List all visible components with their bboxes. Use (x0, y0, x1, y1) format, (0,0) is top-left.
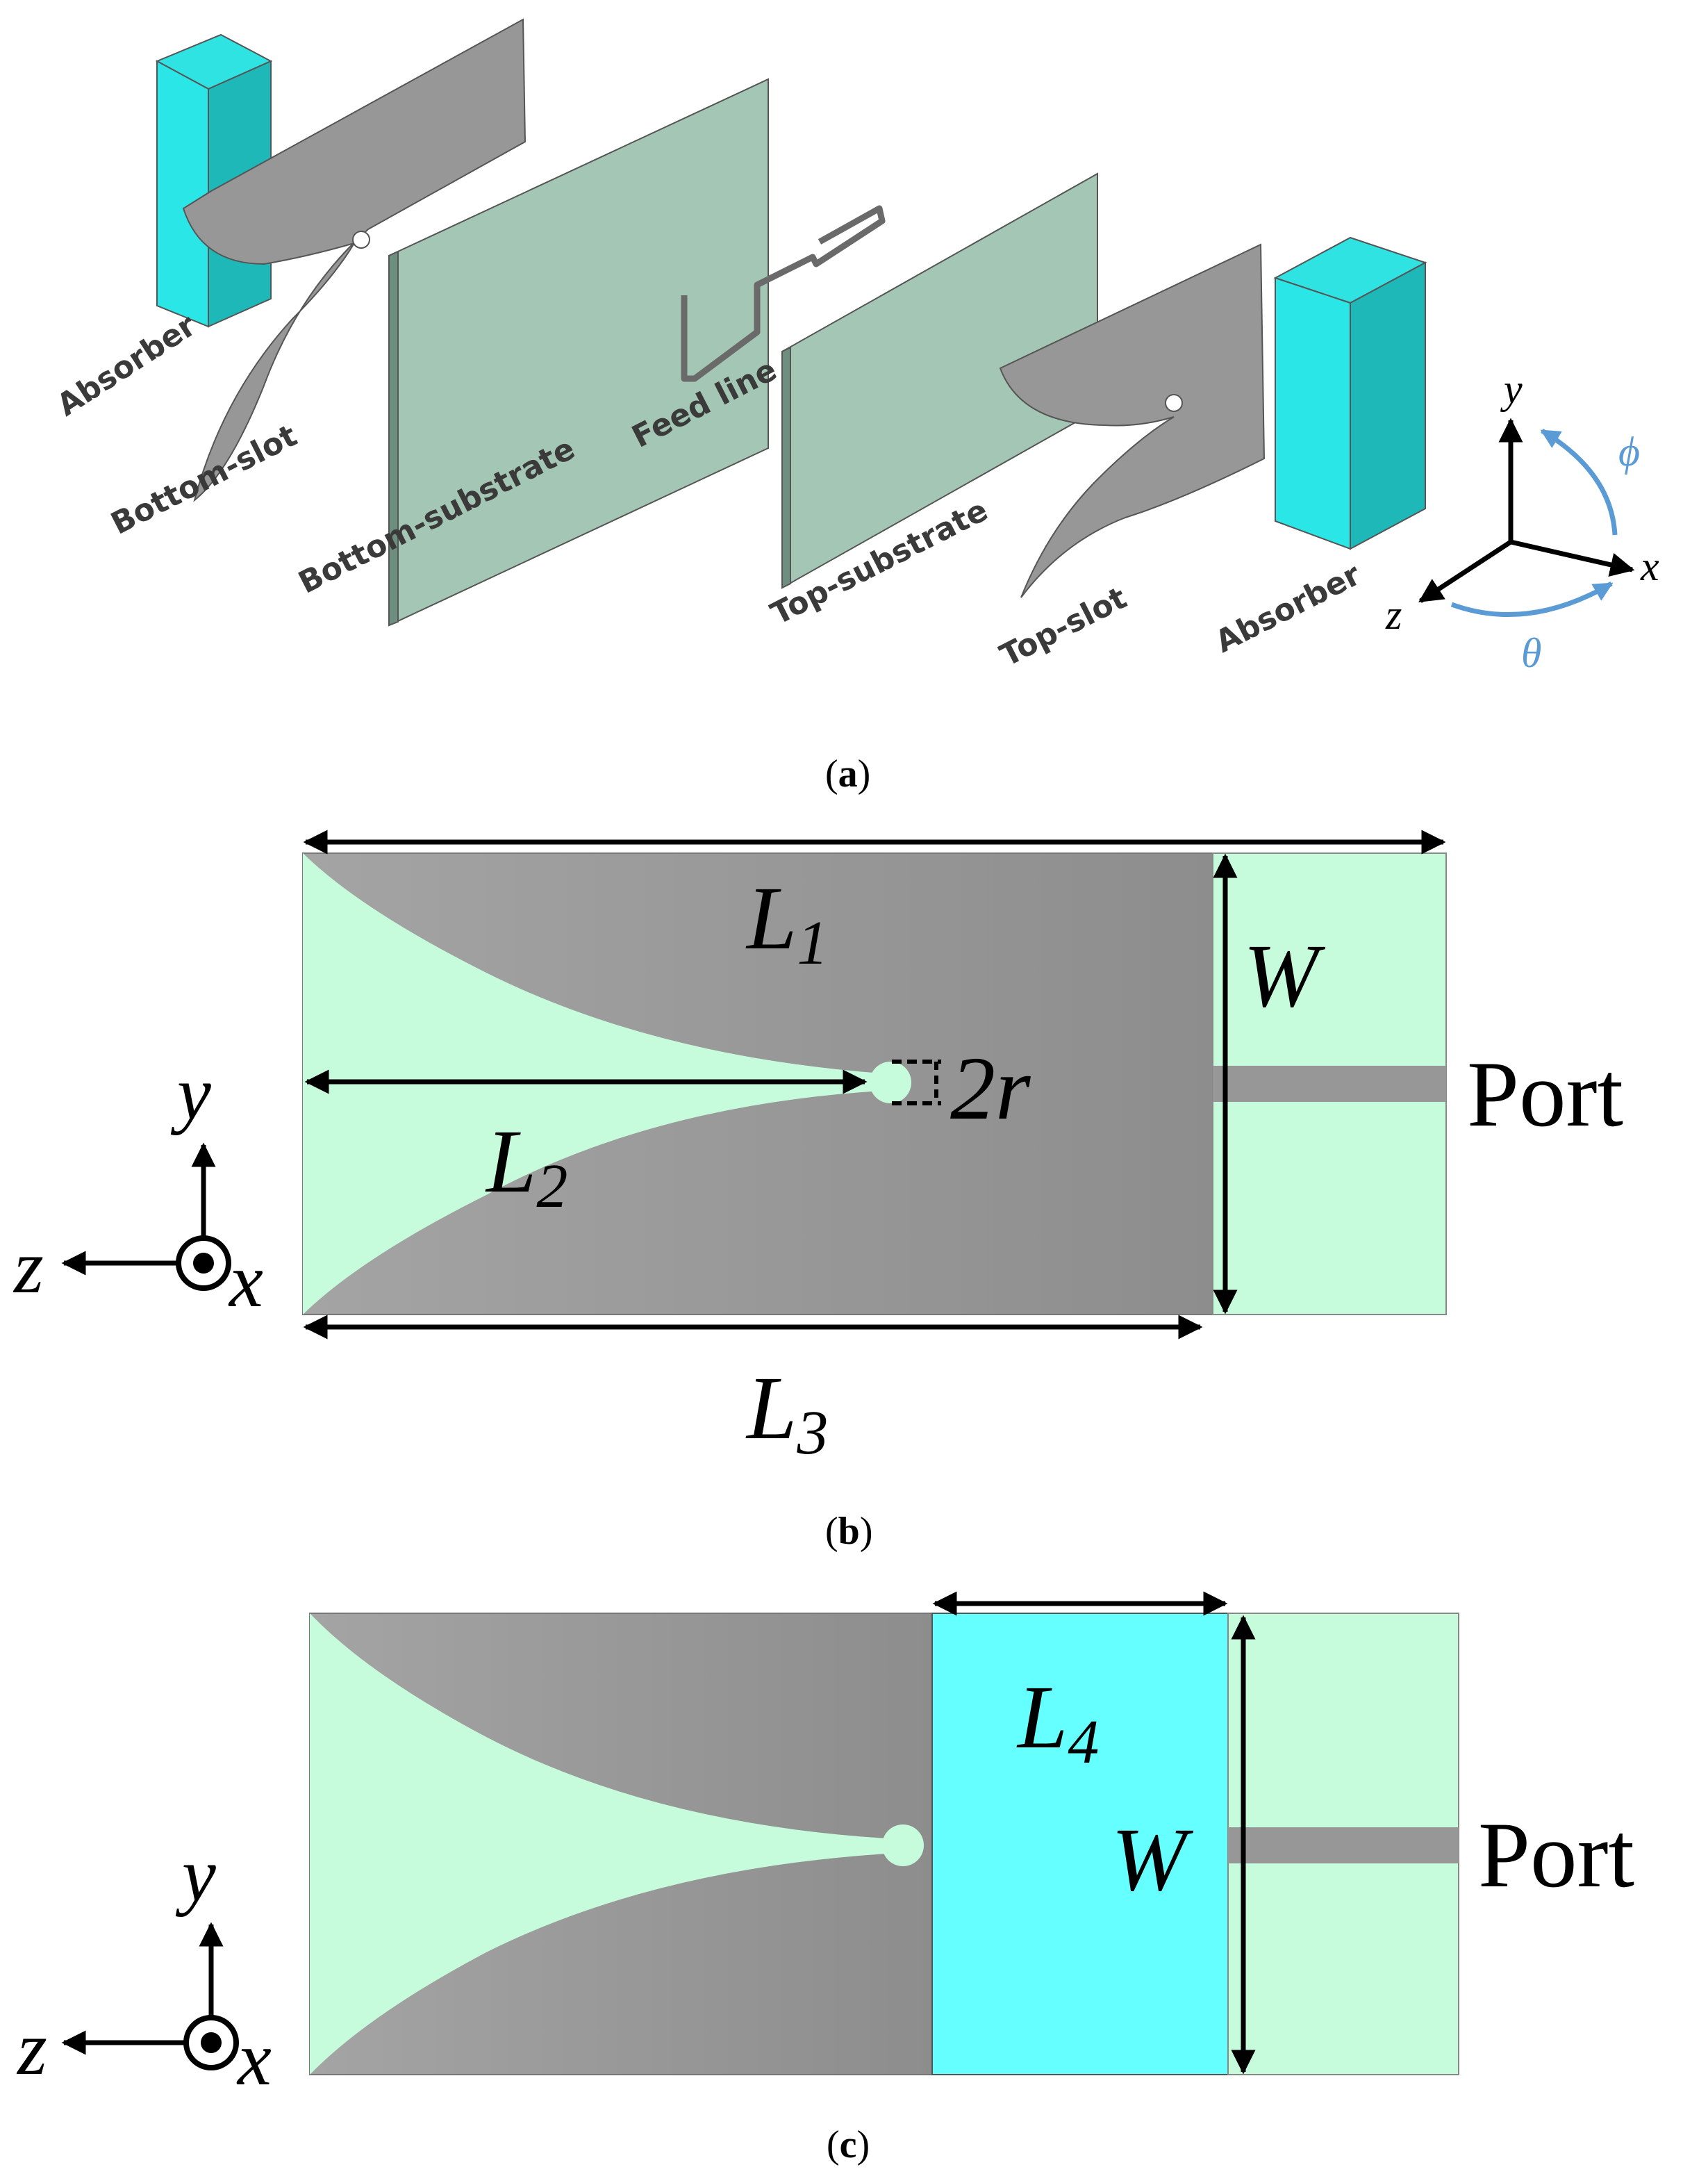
label-bottom-slot: Bottom-slot (106, 418, 303, 541)
bottom-slot-hole (352, 231, 370, 249)
bottom-slot-plate (182, 18, 527, 502)
top-slot-plate (999, 243, 1266, 598)
c-axis-y: y (175, 1832, 216, 1917)
c-coordinate-axes: y z x (16, 1832, 272, 2101)
b-coordinate-axes: y z x (13, 1051, 263, 1323)
top-slot-hole (1165, 394, 1183, 412)
feed-line-trace (681, 205, 886, 382)
c-tapered-slot (310, 1613, 886, 2075)
b-label-L1: L1 (745, 868, 828, 978)
c-label-port: Port (1478, 1804, 1634, 1907)
panel-b-top-view: L1 L2 L3 W 2r Port y z x (b) (13, 830, 1623, 1553)
b-label-W: W (1243, 926, 1326, 1026)
c-slot-circle (882, 1824, 924, 1866)
label-top-slot: Top-slot (995, 580, 1132, 674)
b-axis-z: z (13, 1224, 44, 1309)
b-axis-y: y (170, 1051, 211, 1135)
c-label-W: W (1111, 1810, 1194, 1910)
c-axis-x: x (236, 2016, 272, 2101)
b-label-L2: L2 (485, 1112, 567, 1221)
coordinate-axes-3d: y x z ϕ θ (1385, 366, 1659, 676)
b-label-2r: 2r (950, 1039, 1031, 1139)
b-dim-2r (892, 1060, 941, 1105)
absorber-right-block (1273, 236, 1427, 550)
caption-a: (a) (825, 752, 870, 796)
bottom-substrate-board (388, 78, 769, 627)
label-absorber-left: Absorber (51, 308, 202, 423)
c-axis-z: z (16, 2006, 47, 2091)
c-label-L4: L4 (1016, 1667, 1099, 1777)
b-label-L3: L3 (745, 1358, 828, 1467)
b-axis-x: x (228, 1238, 263, 1323)
axis-y-label: y (1500, 366, 1523, 412)
axis-z-label: z (1385, 592, 1402, 638)
panel-c-top-view-absorber: L4 W Port y z x (c) (16, 1591, 1634, 2166)
phi-label: ϕ (1618, 429, 1640, 475)
c-feed-line (1228, 1827, 1459, 1863)
label-absorber-right: Absorber (1210, 557, 1366, 659)
axis-x-label: x (1640, 543, 1659, 589)
panel-a-exploded-view: Absorber Bottom-slot Bottom-substrate Fe… (51, 18, 1659, 796)
caption-c: (c) (827, 2123, 870, 2166)
c-absorber-region (931, 1613, 1229, 2075)
b-feed-line (1213, 1066, 1446, 1102)
b-label-port: Port (1467, 1043, 1623, 1146)
b-slot-circle (870, 1062, 911, 1103)
caption-b: (b) (825, 1510, 872, 1553)
theta-label: θ (1521, 630, 1541, 676)
